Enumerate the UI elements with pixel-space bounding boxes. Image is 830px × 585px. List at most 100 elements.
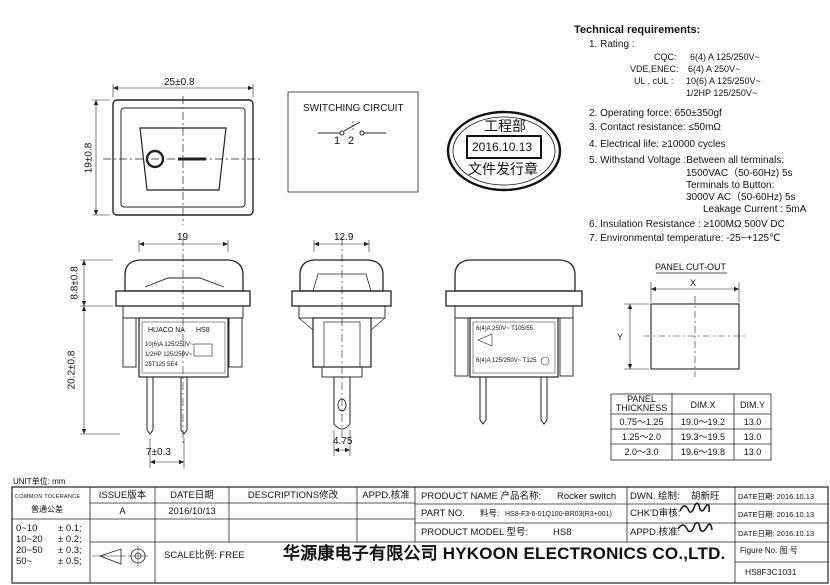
figure-no-label: Figure No. 图 号 xyxy=(740,546,798,555)
cutout-rect xyxy=(650,303,740,370)
part-no-label: PART NO. xyxy=(421,508,465,519)
cutout-table xyxy=(610,393,772,461)
rear-view-body xyxy=(469,317,559,378)
appd-header: APPD.核准 xyxy=(362,490,410,501)
req-electrical-life: 4. Electrical life: ≥10000 cycles xyxy=(589,139,726,150)
circuit-contact-arm xyxy=(343,121,361,132)
rating-label: 1. Rating : xyxy=(589,39,635,50)
cutout-cell: 2.0～3.0 xyxy=(624,447,659,457)
product-name-label: PRODUCT NAME 产品名称: xyxy=(421,491,542,502)
side-view-terminal-tab xyxy=(333,376,351,430)
part-no-cn: 料号: xyxy=(480,508,500,518)
appd-signature xyxy=(677,522,713,533)
rating-std-cqc: CQC: xyxy=(654,52,677,62)
cqc-mark-icon xyxy=(540,356,550,366)
req-leakage-current: Leakage Current : 5mA xyxy=(703,204,807,215)
front-label-model: HS8 xyxy=(196,327,210,334)
cutout-cell: 1.25～2.0 xyxy=(621,432,662,442)
top-view xyxy=(92,84,263,225)
rating-std-vde: VDE,ENEC: xyxy=(630,64,679,74)
product-model-label: PRODUCT MODEL 型号: xyxy=(421,527,529,538)
dim-body-height: 20.2±0.8 xyxy=(66,350,78,390)
dim-top-height: 19±0.8 xyxy=(83,142,95,174)
company-name: 华源康电子有限公司 HYKOON ELECTRONICS CO.,LTD. xyxy=(283,544,726,563)
projection-symbol-icon xyxy=(92,546,148,566)
stamp-dept: 工程部 xyxy=(484,118,526,134)
cutout-cell: 13.0 xyxy=(743,432,762,442)
rating-value-cqc: 6(4) A 125/250V~ xyxy=(690,52,760,62)
rating-value-vde: 6(4) A 250V~ xyxy=(688,64,741,74)
tolerance-value: ± 0.1; xyxy=(58,523,82,534)
circuit-pin-2: 2 xyxy=(348,135,355,147)
circuit-title: SWITCHING CIRCUIT xyxy=(303,103,404,114)
figure-no-value: HS8F3C1031 xyxy=(745,567,797,577)
stamp-ellipse xyxy=(446,110,562,192)
rear-view-cap xyxy=(454,259,576,292)
date-header: DATE日期 xyxy=(170,490,214,501)
front-view-cap xyxy=(124,259,244,292)
req-insulation-resistance: 6. Insulation Resistance : ≥100MΩ 500V D… xyxy=(589,219,785,230)
cutout-cell: 19.0～19.2 xyxy=(680,417,726,427)
rating-std-ul: UL , cUL : xyxy=(634,76,674,86)
side-view-cap xyxy=(299,259,384,292)
rear-view-pin-right xyxy=(540,376,548,425)
front-view-rocker xyxy=(144,277,225,288)
tolerance-range: 20~50 xyxy=(16,545,43,556)
unit-label: UNIT单位: mm xyxy=(13,477,66,486)
cutout-header-dim-x: DIM.X xyxy=(690,400,716,410)
cutout-header-dim-y: DIM.Y xyxy=(739,400,765,410)
issue-value: A xyxy=(119,506,126,517)
req-withstand-voltage-2: 3000V AC（50-60Hz) 5s xyxy=(686,192,796,203)
front-view-pin-left xyxy=(146,376,154,435)
dim-front-width: 19 xyxy=(177,232,189,243)
rear-view-flange xyxy=(445,290,583,307)
req-operating-force: 2. Operating force: 650±350gf xyxy=(589,108,722,119)
rear-view-pin-left xyxy=(479,376,487,425)
front-view-latch-right xyxy=(228,317,243,368)
tolerance-range: 50~ xyxy=(16,556,33,567)
cutout-cell: 13.0 xyxy=(743,447,762,457)
chkd-signature xyxy=(679,502,710,513)
stamp-text: 文件发行章 xyxy=(468,161,538,177)
stamp xyxy=(446,110,562,192)
title-block xyxy=(11,486,829,584)
dwn-value: 胡新旺 xyxy=(691,491,720,502)
front-view-pin-right xyxy=(180,376,188,435)
common-tolerance-label: COMMON TOLERANCE xyxy=(15,494,81,500)
cutout-title: PANEL CUT-OUT xyxy=(655,262,727,272)
req-contact-resistance: 3. Contact resistance: ≤50mΩ xyxy=(589,122,721,133)
descriptions-header: DESCRIPTIONS修改 xyxy=(247,490,339,501)
dim-top-width: 25±0.8 xyxy=(164,77,195,88)
front-label-line3: 25T125 5E4 xyxy=(145,362,178,368)
chkd-label: CHK'D审核: xyxy=(630,508,681,519)
panel-cutout xyxy=(624,272,747,377)
circuit-pin-1: 1 xyxy=(334,135,341,147)
tolerance-range: 10~20 xyxy=(16,534,43,545)
tolerance-value: ± 0.3; xyxy=(58,545,82,556)
req-terminals-to-button: Terminals to Button: xyxy=(686,180,775,191)
top-view-rocker xyxy=(139,127,227,191)
product-model-value: HS8 xyxy=(553,527,572,538)
rear-label-line2: 6(4)A 125/250V~ T125 xyxy=(476,358,537,364)
cutout-cell: 13.0 xyxy=(743,417,762,427)
front-view-cert-mark xyxy=(193,343,213,357)
rear-view xyxy=(445,259,583,425)
requirements-title: Technical requirements: xyxy=(574,24,701,36)
warning-mark-icon xyxy=(477,333,493,347)
date-row: DATE日期: 2016.10.13 xyxy=(738,510,815,519)
stamp-date-box xyxy=(466,135,542,159)
rating-value-hp: 1/2HP 125/250V~ xyxy=(686,88,758,98)
rear-label-line1: 6(4)A 250V~ T105/55 xyxy=(476,326,534,332)
req-environmental-temperature: 7. Environmental temperature: -25~+125℃ xyxy=(589,233,781,244)
common-tolerance-cn: 普通公差 xyxy=(31,505,63,514)
cutout-cell: 0.75～1.25 xyxy=(619,417,664,427)
scale-label: SCALE比例: FREE xyxy=(164,550,245,561)
signatures xyxy=(677,502,713,533)
rating-value-ul: 10(6) A 125/250V~ xyxy=(686,76,761,86)
date-row: DATE日期: 2016.10.13 xyxy=(738,529,815,538)
tolerance-range: 0~10 xyxy=(16,523,38,534)
date-value: 2016/10/13 xyxy=(168,506,216,517)
dim-cap-height: 8.8±0.8 xyxy=(69,266,81,300)
req-withstand-voltage-1: 1500VAC（50-60Hz) 5s xyxy=(686,168,793,179)
front-view-latch-left xyxy=(122,317,137,368)
